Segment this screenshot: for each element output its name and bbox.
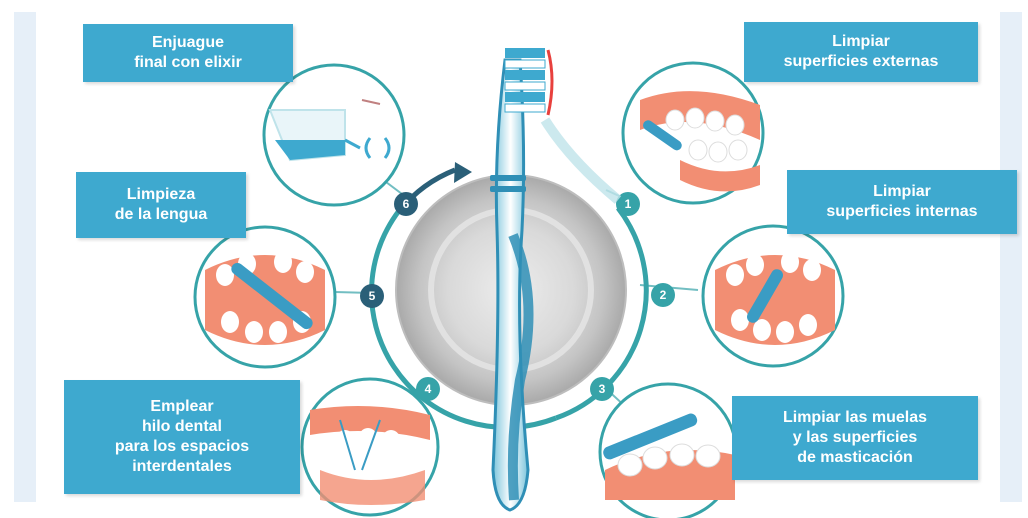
svg-text:3: 3 (599, 382, 606, 396)
tongue-cleaning-icon (195, 227, 335, 367)
svg-text:1: 1 (625, 197, 632, 211)
step-4-text: Emplear hilo dental para los espacios in… (115, 397, 249, 477)
step-1-text: Limpiar superficies externas (784, 32, 939, 72)
step-6-label: Enjuague final con elixir (83, 24, 293, 82)
step-marker-3: 3 (590, 377, 614, 401)
outer-surfaces-brushing-icon (623, 63, 763, 203)
molar-chewing-surfaces-icon (600, 384, 736, 518)
step-2-text: Limpiar superficies internas (826, 182, 977, 222)
svg-text:2: 2 (660, 288, 667, 302)
step-3-text: Limpiar las muelas y las superficies de … (783, 408, 927, 468)
step-5-text: Limpieza de la lengua (115, 185, 207, 225)
svg-text:6: 6 (403, 197, 410, 211)
step-marker-2: 2 (651, 283, 675, 307)
svg-text:5: 5 (369, 289, 376, 303)
step-1-label: Limpiar superficies externas (744, 22, 978, 82)
inner-surfaces-brushing-icon (703, 226, 843, 366)
step-marker-5: 5 (360, 284, 384, 308)
mouthwash-icon (264, 65, 404, 205)
step-6-text: Enjuague final con elixir (134, 33, 242, 73)
step-2-label: Limpiar superficies internas (787, 170, 1017, 234)
svg-text:4: 4 (425, 382, 432, 396)
step-5-label: Limpieza de la lengua (76, 172, 246, 238)
step-marker-4: 4 (416, 377, 440, 401)
bristles (505, 48, 552, 115)
cycle-arrowhead (454, 162, 472, 183)
step-3-label: Limpiar las muelas y las superficies de … (732, 396, 978, 480)
step-4-label: Emplear hilo dental para los espacios in… (64, 380, 300, 494)
step-marker-6: 6 (394, 192, 418, 216)
dental-floss-icon (302, 379, 438, 515)
